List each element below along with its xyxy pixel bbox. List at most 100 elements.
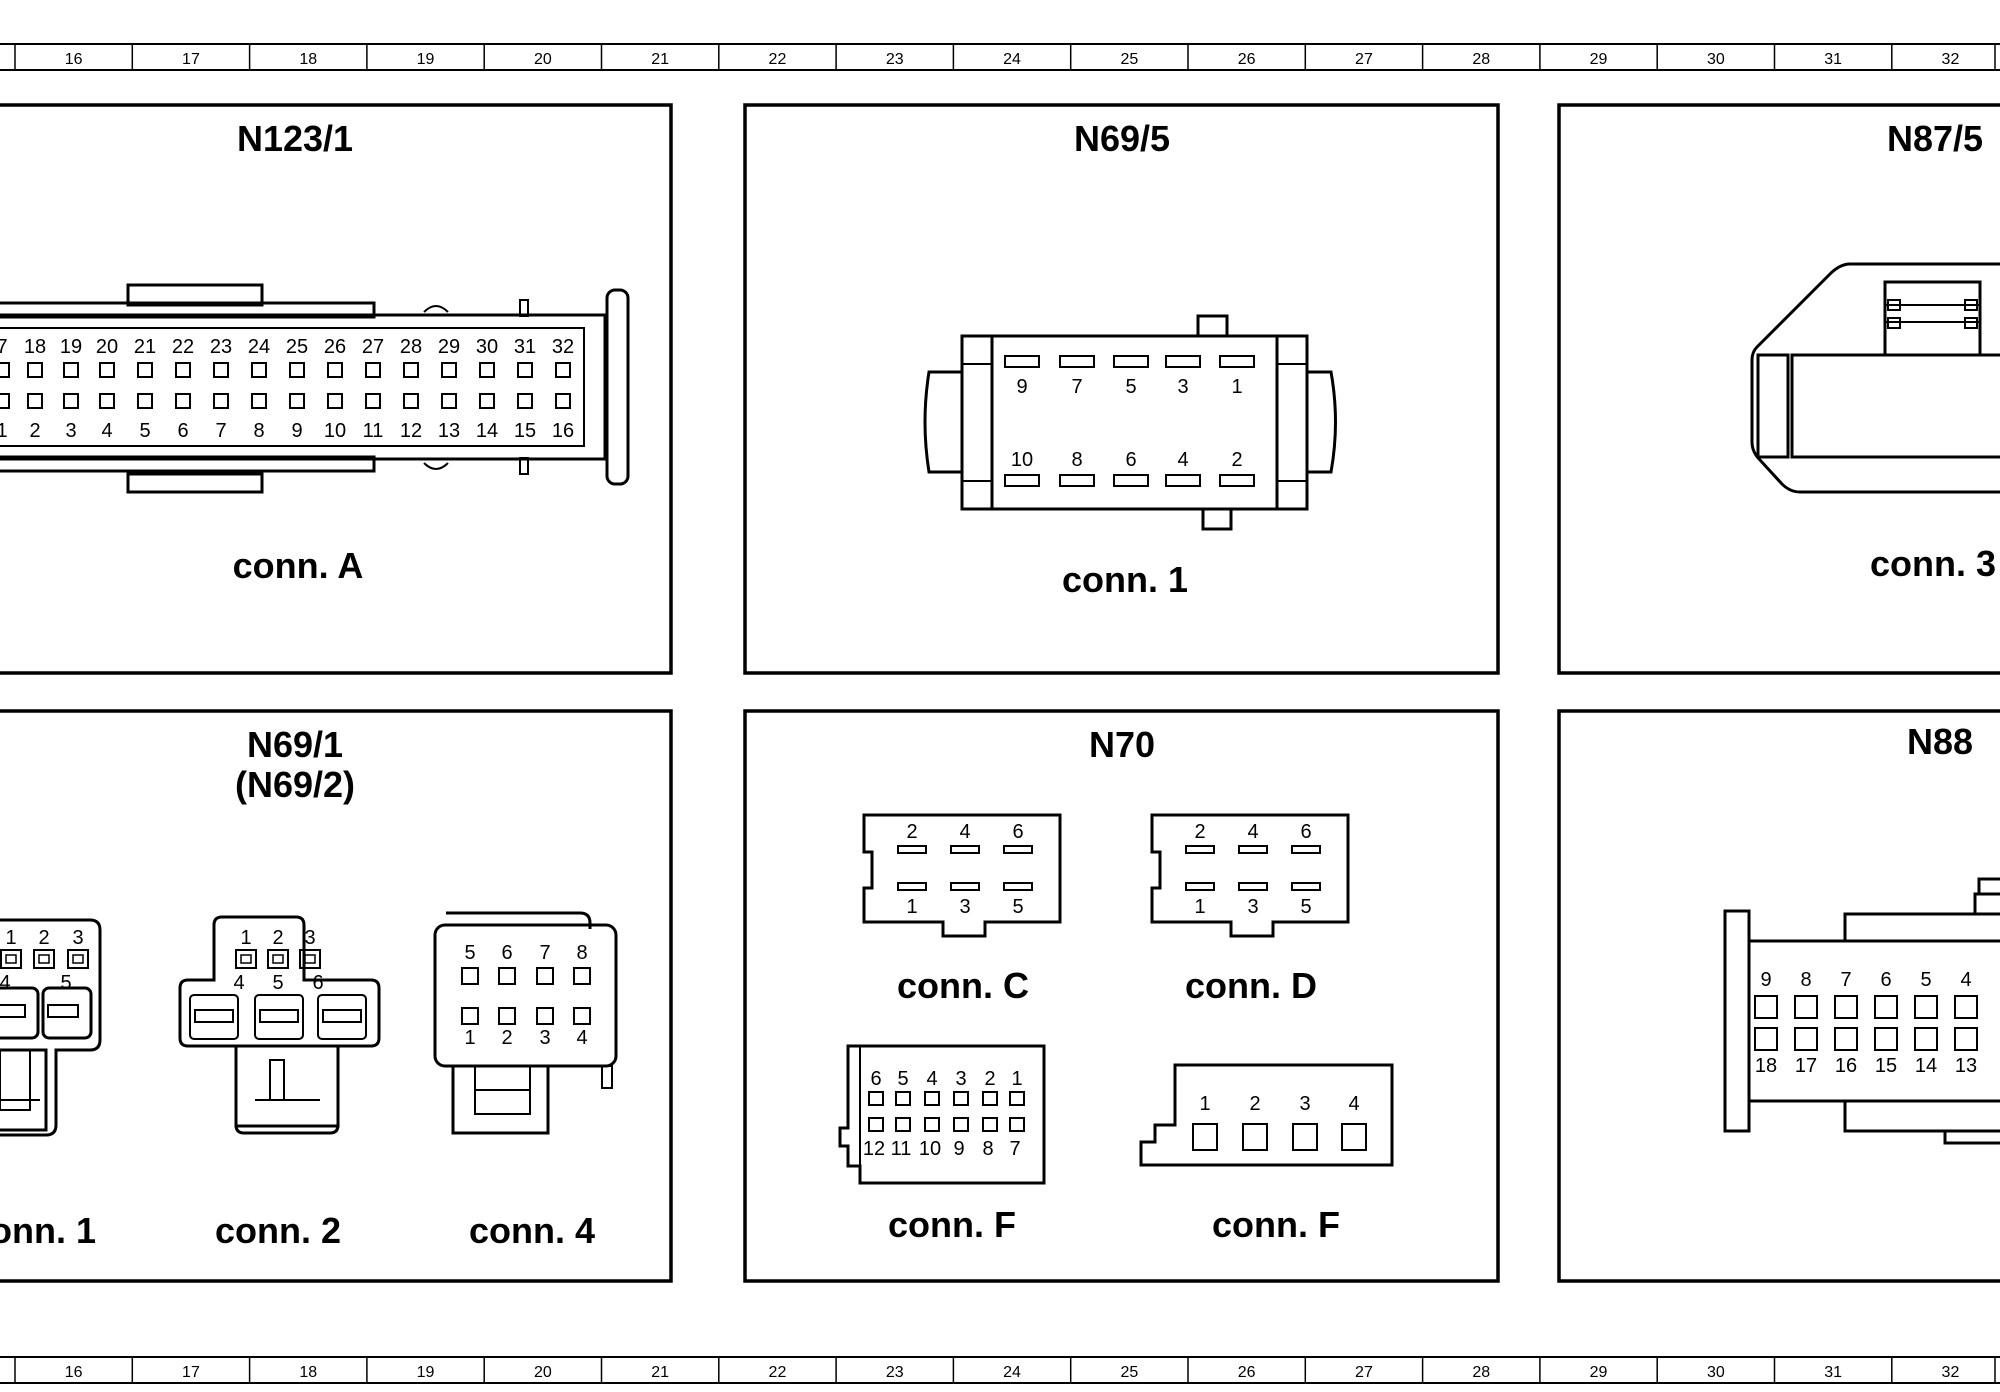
pin-number: 10: [919, 1138, 941, 1160]
pin-number: 12: [863, 1138, 885, 1160]
n70-conn-d-housing: [1150, 813, 1350, 938]
panel-n88: [1557, 709, 2000, 1283]
pin-cavity: [175, 393, 191, 409]
pin-number: 18: [24, 336, 46, 358]
pin-cavity: [67, 949, 89, 969]
pin-cavity: [441, 362, 457, 378]
pin-cavity: [1834, 1027, 1858, 1051]
pin-number: 2: [984, 1068, 995, 1090]
ruler-label: 25: [1120, 51, 1138, 68]
conn-1-label: conn. 1: [0, 1210, 96, 1251]
pin-cavity: [1754, 995, 1778, 1019]
pin-number: 6: [312, 972, 323, 994]
pin-cavity: [982, 1117, 998, 1132]
pin-number: 29: [438, 336, 460, 358]
pin-number: 8: [982, 1138, 993, 1160]
conn-3-label: conn. 3: [1870, 543, 1996, 584]
pin-cavity: [289, 393, 305, 409]
pin-number: 1: [906, 896, 917, 918]
pin-number: 4: [0, 972, 11, 994]
pin-number: 7: [1840, 969, 1851, 991]
pin-cavity: [63, 362, 79, 378]
ruler-label: 28: [1472, 1364, 1490, 1381]
pin-cavity: [1009, 1117, 1025, 1132]
pin-number: 13: [1955, 1055, 1977, 1077]
ruler-label: 32: [1942, 1364, 1960, 1381]
pin-number: 14: [476, 420, 498, 442]
pin-cavity: [365, 362, 381, 378]
pin-cavity: [1834, 995, 1858, 1019]
pin-cavity: [1341, 1123, 1367, 1151]
pin-cavity: [1113, 355, 1149, 368]
pin-cavity: [403, 362, 419, 378]
pin-cavity: [897, 882, 927, 891]
pin-number: 27: [362, 336, 384, 358]
pin-number: 1: [5, 927, 16, 949]
pin-cavity: [403, 393, 419, 409]
pin-number: 6: [501, 942, 512, 964]
pin-number: 3: [955, 1068, 966, 1090]
panel-n123-1: [0, 103, 673, 675]
conn-f-label: conn. F: [1212, 1204, 1340, 1245]
pin-cavity: [1059, 474, 1095, 487]
ruler-label: 17: [182, 1364, 200, 1381]
pin-cavity: [1113, 474, 1149, 487]
pin-number: 15: [1875, 1055, 1897, 1077]
pin-cavity: [327, 362, 343, 378]
pin-cavity: [33, 949, 55, 969]
ruler-label: 23: [886, 1364, 904, 1381]
pin-number: 7: [539, 942, 550, 964]
pin-number: 16: [552, 420, 574, 442]
pin-cavity: [299, 949, 321, 969]
pin-cavity: [1242, 1123, 1268, 1151]
pin-number: 5: [60, 972, 71, 994]
pin-cavity: [1165, 474, 1201, 487]
ruler-label: 22: [769, 1364, 787, 1381]
panel-title: N123/1: [237, 118, 353, 159]
pin-number: 17: [1795, 1055, 1817, 1077]
ruler-label: 21: [651, 1364, 669, 1381]
ruler-label: 18: [299, 1364, 317, 1381]
pin-number: 19: [60, 336, 82, 358]
pin-cavity-inner: [72, 954, 84, 964]
pin-number: 5: [272, 972, 283, 994]
pin-number: 1: [0, 420, 8, 442]
pin-number: 2: [906, 821, 917, 843]
pin-cavity: [555, 362, 571, 378]
pin-cavity: [1292, 1123, 1318, 1151]
pin-cavity: [267, 949, 289, 969]
pin-cavity: [536, 1007, 554, 1025]
pin-number: 1: [1231, 376, 1242, 398]
ruler-label: 17: [182, 51, 200, 68]
pin-cavity-inner: [304, 954, 316, 964]
pin-number: 7: [1071, 376, 1082, 398]
pin-cavity-inner: [5, 954, 17, 964]
ruler-label: 30: [1707, 1364, 1725, 1381]
pin-number: 4: [233, 972, 244, 994]
pin-cavity: [327, 393, 343, 409]
connector-3-housing: [1750, 262, 2000, 494]
pin-number: 6: [1880, 969, 1891, 991]
pin-number: 3: [539, 1027, 550, 1049]
pin-number: 6: [1125, 449, 1136, 471]
ruler-label: 16: [65, 1364, 83, 1381]
pin-cavity: [953, 1117, 969, 1132]
ruler-label: 26: [1238, 1364, 1256, 1381]
pin-cavity: [1794, 995, 1818, 1019]
ruler-label: 25: [1120, 1364, 1138, 1381]
ruler-label: 31: [1824, 51, 1842, 68]
ruler-label: 19: [417, 1364, 435, 1381]
pin-cavity: [99, 362, 115, 378]
conn-1-label: conn. 1: [1062, 559, 1188, 600]
pin-cavity: [517, 393, 533, 409]
pin-cavity: [1059, 355, 1095, 368]
pin-number: 6: [1300, 821, 1311, 843]
n70-conn-f2-housing: [1139, 1063, 1394, 1167]
conn-d-label: conn. D: [1185, 965, 1317, 1006]
pin-number: 5: [897, 1068, 908, 1090]
pin-cavity: [895, 1091, 911, 1106]
pin-number: 3: [959, 896, 970, 918]
